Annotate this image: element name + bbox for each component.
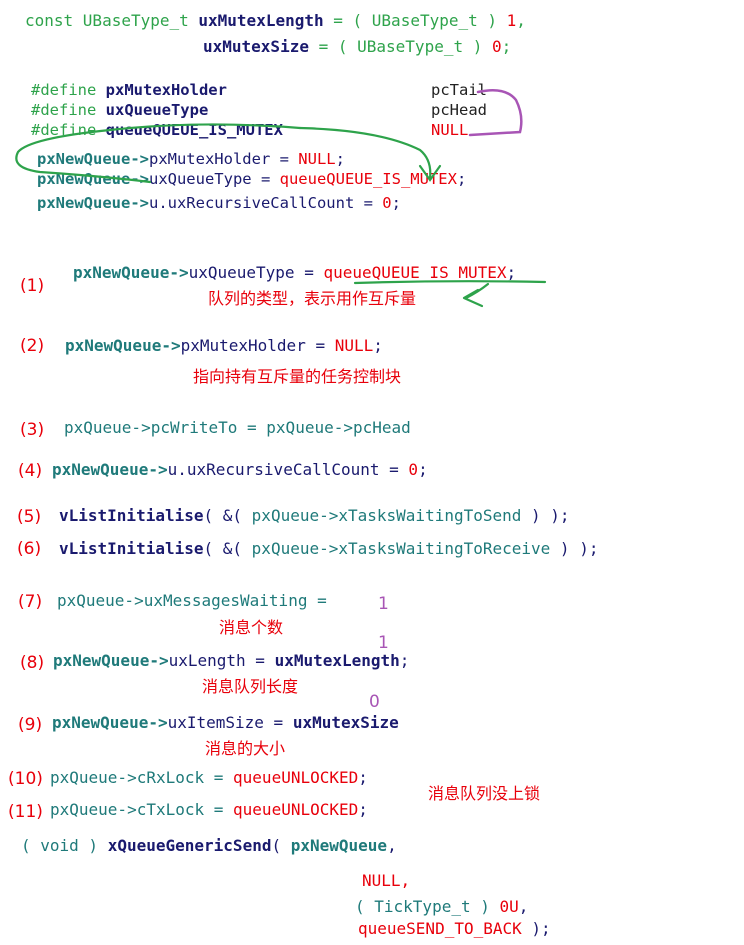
step-number-5: (5) — [17, 507, 42, 527]
assign-mutex-holder: pxNewQueue->pxMutexHolder = NULL; — [37, 150, 345, 168]
step-number-8: (8) — [20, 653, 45, 673]
send-call-line-1: ( void ) xQueueGenericSend( pxNewQueue, — [21, 836, 397, 855]
step-9-value-annotation: 0 — [369, 692, 380, 712]
const-mutex-length-line: const UBaseType_t uxMutexLength = ( UBas… — [25, 11, 526, 30]
step-6-code: vListInitialise( &( pxQueue->xTasksWaiti… — [59, 539, 599, 558]
send-call-line-4: queueSEND_TO_BACK ); — [358, 919, 551, 938]
step-2-note: 指向持有互斥量的任务控制块 — [193, 367, 402, 386]
step-10-code: pxQueue->cRxLock = queueUNLOCKED; — [50, 768, 368, 787]
step-9-note: 消息的大小 — [205, 739, 286, 758]
step-number-2: (2) — [20, 336, 45, 356]
const-mutex-size-line: uxMutexSize = ( UBaseType_t ) 0; — [203, 37, 512, 56]
step-number-9: (9) — [18, 715, 43, 735]
step-2-code: pxNewQueue->pxMutexHolder = NULL; — [65, 336, 383, 355]
step-number-1: (1) — [20, 276, 45, 296]
assign-queue-type: pxNewQueue->uxQueueType = queueQUEUE_IS_… — [37, 170, 467, 188]
step-11-code: pxQueue->cTxLock = queueUNLOCKED; — [50, 800, 368, 819]
step-1-note: 队列的类型，表示用作互斥量 — [208, 289, 417, 308]
step-8-note: 消息队列长度 — [202, 677, 299, 696]
define-mutex-holder: #define pxMutexHolder — [31, 81, 227, 99]
green-pointer-arrowhead — [462, 288, 484, 308]
step-number-11: (11) — [8, 802, 43, 822]
step-1-code: pxNewQueue->uxQueueType = queueQUEUE_IS_… — [73, 263, 517, 282]
send-call-line-3: ( TickType_t ) 0U, — [355, 897, 529, 916]
step-7-note: 消息个数 — [219, 618, 284, 637]
step-8-code: pxNewQueue->uxLength = uxMutexLength; — [53, 651, 410, 670]
step-number-4: (4) — [18, 461, 43, 481]
define-queue-type: #define uxQueueType — [31, 101, 209, 119]
step-3-code: pxQueue->pcWriteTo = pxQueue->pcHead — [64, 418, 411, 437]
step-number-3: (3) — [20, 420, 45, 440]
define-mutex-holder-value: pcTail — [431, 81, 487, 99]
step-8-value-annotation: 1 — [378, 633, 389, 653]
assign-recursive-count: pxNewQueue->u.uxRecursiveCallCount = 0; — [37, 194, 401, 212]
green-pointer-stroke — [464, 282, 490, 300]
locks-note: 消息队列没上锁 — [428, 784, 541, 803]
step-number-6: (6) — [17, 539, 42, 559]
step-4-code: pxNewQueue->u.uxRecursiveCallCount = 0; — [52, 460, 428, 479]
step-5-code: vListInitialise( &( pxQueue->xTasksWaiti… — [59, 506, 570, 525]
define-queue-is-mutex-value: NULL — [431, 121, 469, 139]
define-queue-type-value: pcHead — [431, 101, 487, 119]
define-queue-is-mutex: #define queueQUEUE_IS_MUTEX — [31, 121, 283, 139]
step-7-value-annotation: 1 — [378, 594, 389, 614]
step-number-10: (10) — [8, 769, 43, 789]
step-number-7: (7) — [18, 592, 43, 612]
step-7-code: pxQueue->uxMessagesWaiting = — [57, 591, 337, 610]
send-call-line-2: NULL, — [362, 871, 411, 890]
step-9-code: pxNewQueue->uxItemSize = uxMutexSize — [52, 713, 399, 732]
